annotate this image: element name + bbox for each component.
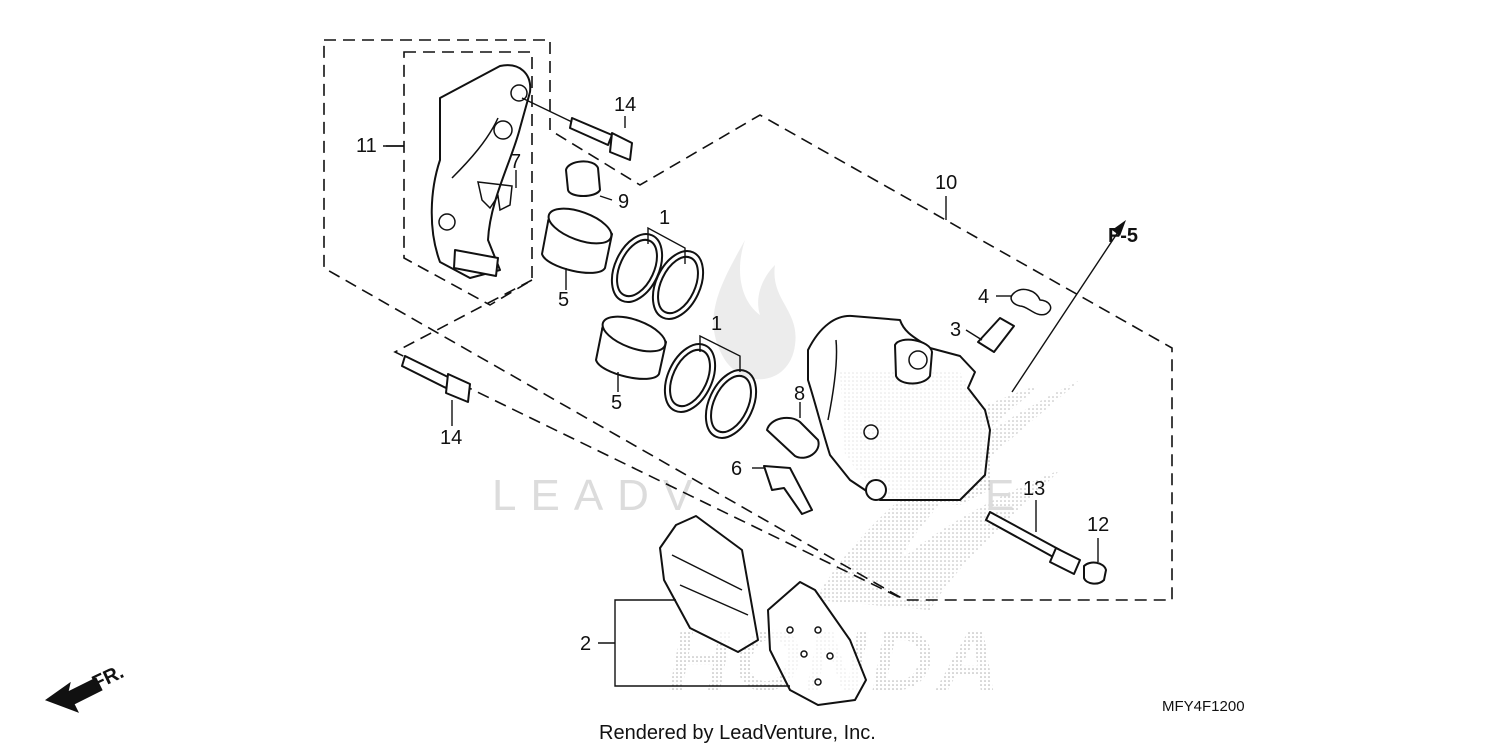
part-14-bolt-upper (521, 97, 633, 161)
part-12-pad-pin-plug (1083, 538, 1107, 585)
callout-3: 3 (950, 319, 961, 341)
outline-group-11-outer (323, 39, 1173, 601)
part-7-pad-spring (477, 181, 513, 212)
part-4-bleeder-cap (996, 288, 1052, 316)
f5-reference-arrow (1011, 220, 1126, 393)
callout-5-lower: 5 (611, 392, 622, 414)
part-3-bleeder-screw (965, 317, 1015, 353)
part-9-bleeder-cap (565, 160, 613, 201)
render-credit: Rendered by LeadVenture, Inc. (599, 722, 876, 744)
part-5-piston-lower (595, 315, 667, 380)
front-arrow-icon (44, 677, 103, 713)
callout-1-upper: 1 (659, 207, 670, 229)
part-2-brake-pad-front (659, 515, 759, 653)
part-1-seals-upper (610, 226, 705, 320)
part-13-pad-pin (985, 500, 1081, 575)
callout-10: 10 (935, 172, 957, 194)
callout-13: 13 (1023, 478, 1045, 500)
callout-8: 8 (794, 383, 805, 405)
part-11-caliper-bracket (430, 64, 532, 279)
watermark-text-left: LEADV (492, 471, 706, 520)
ref-label-f5: F-5 (1108, 225, 1138, 247)
group-outlines (323, 39, 1173, 601)
watermark-flame-icon (713, 240, 796, 380)
callout-7: 7 (510, 151, 521, 173)
callout-4: 4 (978, 286, 989, 308)
part-10-caliper-body (807, 314, 992, 505)
callout-labels: 11 7 14 9 1 5 1 5 14 10 F-5 4 3 8 6 13 1… (356, 94, 1138, 655)
callout-1-lower: 1 (711, 313, 722, 335)
fr-direction-indicator: FR. (44, 661, 127, 713)
part-8-bleeder-valve (766, 402, 820, 459)
callout-12: 12 (1087, 514, 1109, 536)
callout-6: 6 (731, 458, 742, 480)
part-6-pad-pin-clip (763, 465, 813, 515)
callout-11: 11 (356, 135, 377, 157)
part-1-seals-lower (663, 334, 758, 439)
leader-lines (383, 116, 947, 469)
callout-5-upper: 5 (558, 289, 569, 311)
callout-14-upper: 14 (614, 94, 636, 116)
part-5-piston-upper (541, 207, 613, 274)
callout-9: 9 (618, 191, 629, 213)
outline-group-10-divider (393, 279, 906, 601)
outline-group-11-inner (403, 51, 533, 306)
diagram-code: MFY4F1200 (1162, 698, 1245, 715)
part-14-bolt-lower (401, 355, 471, 403)
callout-14-lower: 14 (440, 427, 462, 449)
callout-2: 2 (580, 633, 591, 655)
part-2-brake-pad-rear (767, 581, 867, 706)
